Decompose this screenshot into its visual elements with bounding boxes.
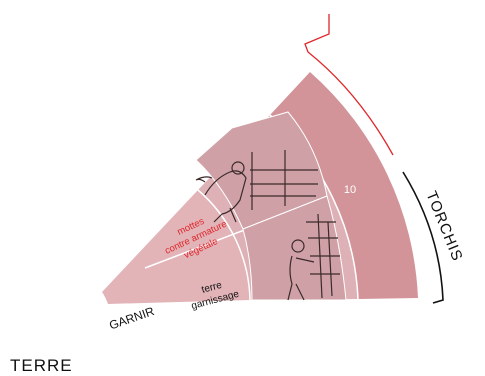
outer-band-number: 10 xyxy=(344,184,356,196)
inner-band-label: GARNIR xyxy=(107,304,156,333)
base-label: TERRE xyxy=(10,356,73,375)
